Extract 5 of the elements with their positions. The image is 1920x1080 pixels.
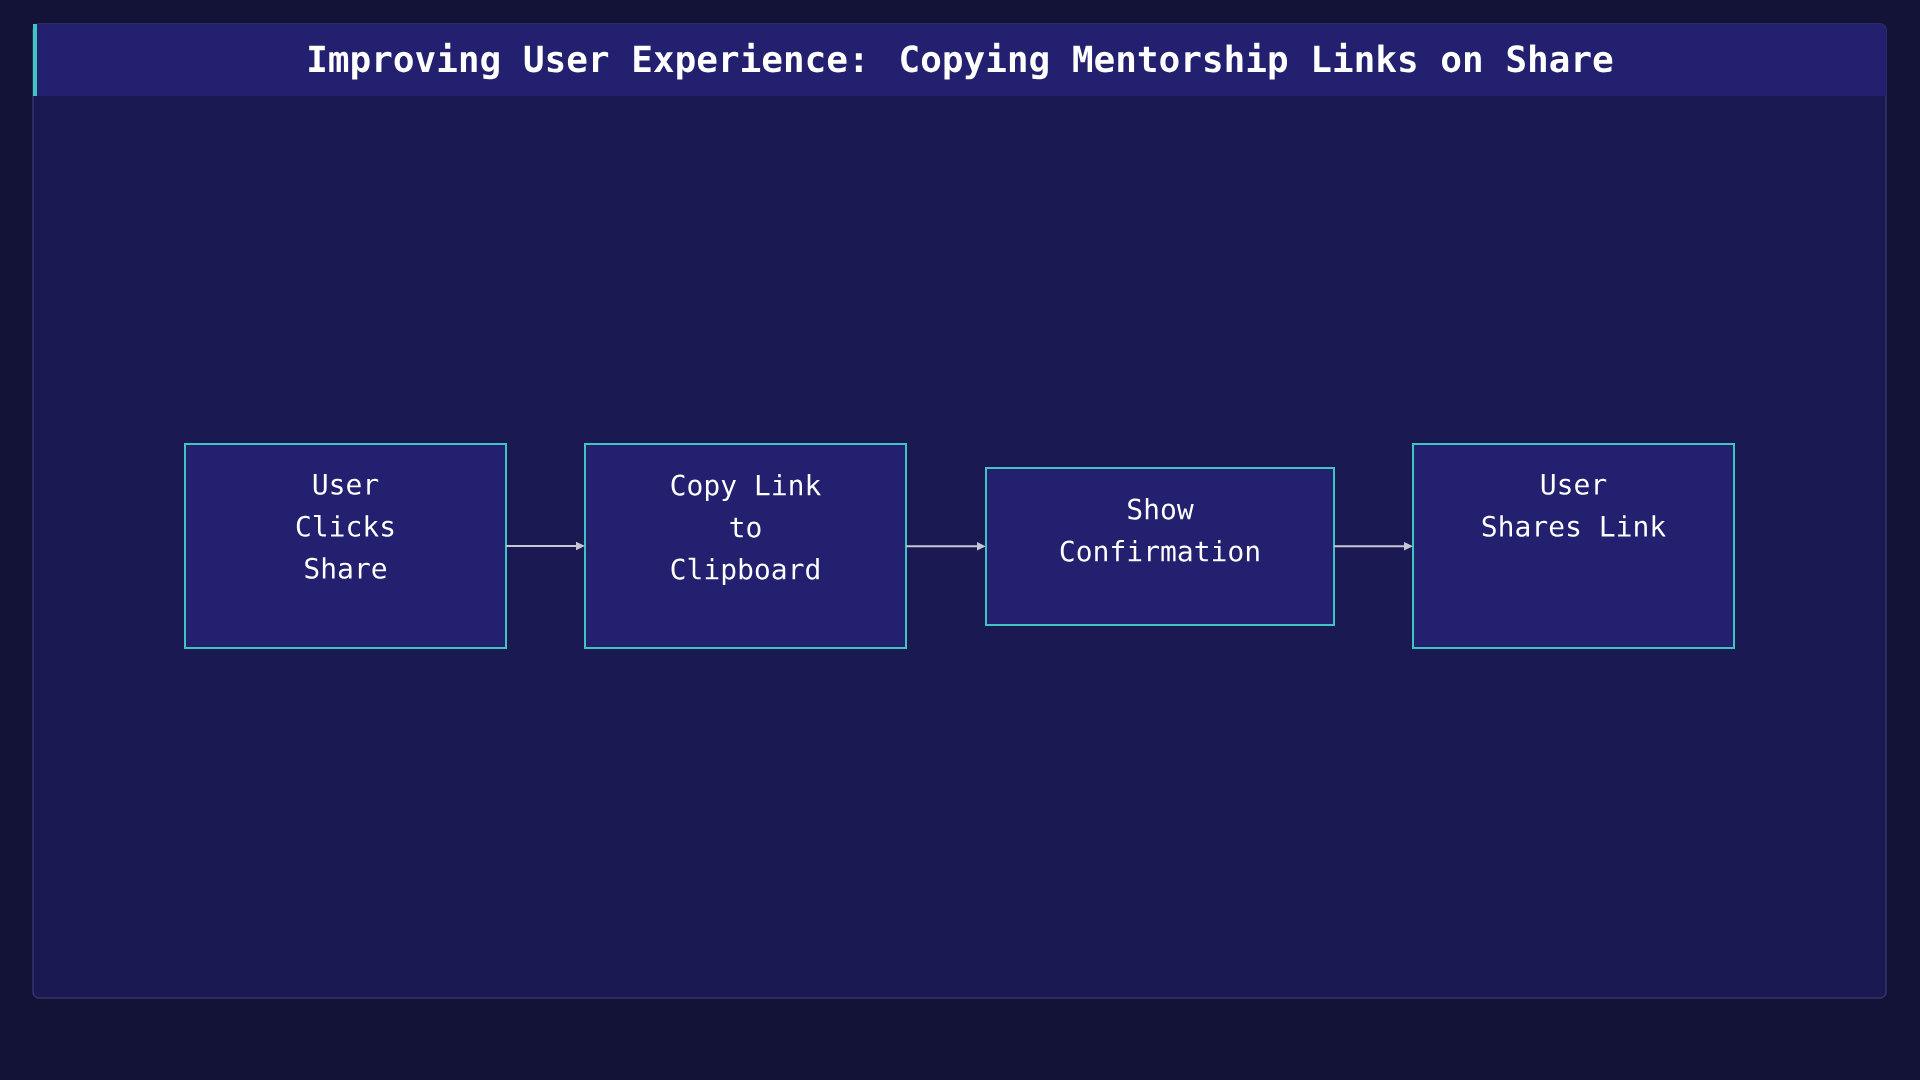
process-box: Show Confirmation — [985, 467, 1335, 626]
process-box: User Clicks Share — [184, 443, 507, 649]
process-box: User Shares Link — [1412, 443, 1735, 649]
title-bar: Improving User Experience: Copying Mentorship Links on Share — [33, 24, 1886, 96]
process-box: Copy Link to Clipboard — [584, 443, 907, 649]
